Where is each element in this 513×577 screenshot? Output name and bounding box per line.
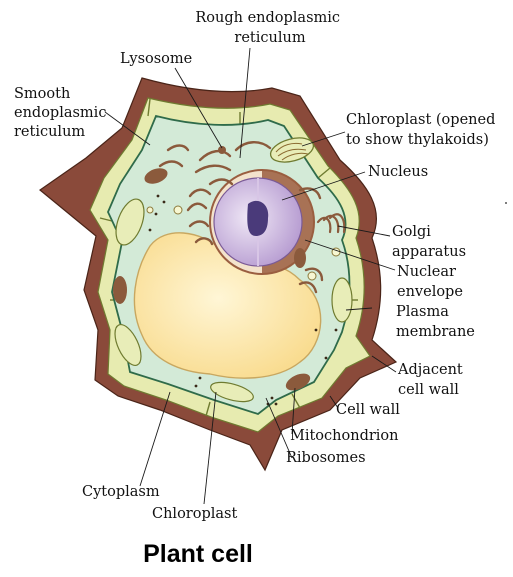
label-lysosome: Lysosome	[120, 51, 192, 67]
label-plasma-membrane: Plasma membrane	[396, 304, 475, 340]
label-chloroplast: Chloroplast	[152, 506, 237, 522]
label-adjacent-wall: Adjacent cell wall	[397, 362, 467, 398]
leader-lines	[104, 47, 397, 505]
vesicles	[146, 205, 341, 281]
label-mitochondrion: Mitochondrion	[290, 428, 399, 444]
label-cytoplasm: Cytoplasm	[82, 484, 160, 500]
label-golgi: Golgi apparatus	[392, 224, 466, 260]
endoplasmic-reticulum	[158, 141, 324, 294]
label-rough-er: Rough endoplasmic reticulum	[195, 10, 344, 46]
mitochondria	[113, 168, 311, 391]
chloroplast-opened	[269, 137, 315, 163]
labels: Rough endoplasmic reticulum Lysosome Smo…	[14, 10, 500, 522]
label-ribosomes: Ribosomes	[286, 450, 366, 466]
label-cell-wall: Cell wall	[336, 402, 400, 418]
label-nuclear-envelope: Nuclear envelope	[397, 264, 463, 300]
lysosome	[218, 146, 226, 154]
label-chloroplast-opened: Chloroplast (opened to show thylakoids)	[346, 112, 500, 148]
stray-dot	[505, 202, 507, 204]
label-nucleus: Nucleus	[368, 164, 428, 180]
golgi-apparatus	[316, 213, 346, 234]
label-smooth-er: Smooth endoplasmic reticulum	[14, 86, 111, 140]
nucleus	[209, 169, 315, 275]
diagram-title: Plant cell	[143, 540, 253, 568]
